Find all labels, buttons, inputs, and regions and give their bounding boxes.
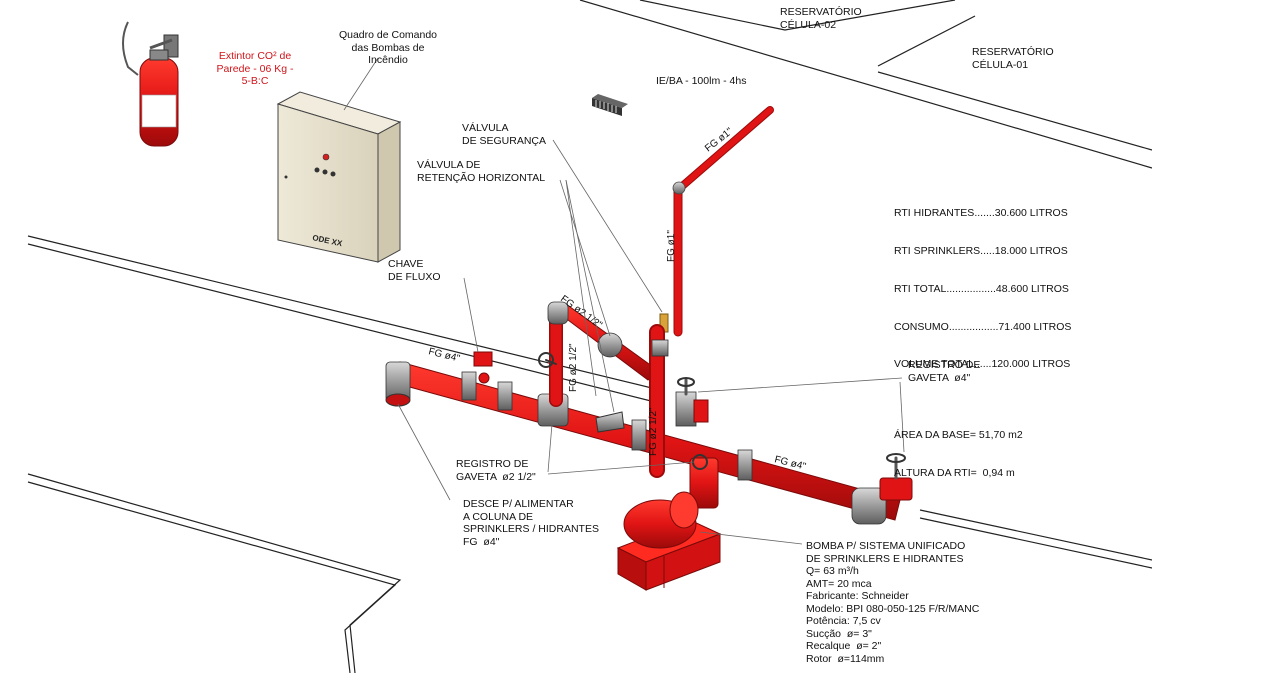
stat-rti-sprinklers: RTI SPRINKLERS.....18.000 LITROS bbox=[894, 244, 1068, 257]
pipe-label-fg4-left: FG ø4" bbox=[427, 346, 461, 364]
pipe-label-fg1-vert: FG ø1" bbox=[666, 230, 677, 262]
pipe-label-fg25-center: FG ø2 1/2" bbox=[648, 407, 659, 456]
stat-altura-rti: ALTURA DA RTI= 0,94 m bbox=[894, 467, 1015, 480]
gate-valve-4-label: REGISTRO DE GAVETA ø4" bbox=[908, 359, 981, 384]
descent-label: DESCE P/ ALIMENTAR A COLUNA DE SPRINKLER… bbox=[463, 498, 599, 548]
check-valve-label: VÁLVULA DE RETENÇÃO HORIZONTAL bbox=[417, 159, 546, 184]
extinguisher-label: Extintor CO² de Parede - 06 Kg - 5-B:C bbox=[216, 50, 294, 87]
gate-valve-2-5-label: REGISTRO DE GAVETA ø2 1/2" bbox=[456, 458, 536, 483]
piping bbox=[385, 106, 913, 525]
control-panel-label: Quadro de Comando das Bombas de Incêndio bbox=[338, 29, 438, 66]
fire-pump bbox=[616, 491, 722, 591]
stat-spacer bbox=[894, 396, 1071, 404]
stat-area-base: ÁREA DA BASE= 51,70 m2 bbox=[894, 429, 1023, 442]
reservoir-cell-1-label: RESERVATÓRIO CÉLULA-01 bbox=[972, 46, 1054, 71]
page-margin bbox=[1152, 0, 1280, 673]
stat-rti-total: RTI TOTAL.................48.600 LITROS bbox=[894, 282, 1069, 295]
stat-rti-hidrantes: RTI HIDRANTES.......30.600 LITROS bbox=[894, 207, 1068, 220]
reservoir-cell-2-label: RESERVATÓRIO CÉLULA-02 bbox=[780, 6, 862, 31]
reservoir-stats: RTI HIDRANTES.......30.600 LITROS RTI SP… bbox=[894, 182, 1071, 492]
stat-volume-total: VOLUME TOTAL......120.000 LITROS bbox=[894, 358, 1071, 371]
leader-lines bbox=[343, 57, 905, 545]
emergency-light-label: IE/BA - 100lm - 4hs bbox=[656, 75, 747, 87]
safety-valve-label: VÁLVULA DE SEGURANÇA bbox=[462, 122, 547, 147]
pump-spec-label: BOMBA P/ SISTEMA UNIFICADO DE SPRINKLERS… bbox=[806, 540, 980, 665]
emergency-light-icon bbox=[592, 94, 628, 116]
pump-control-panel: ODE XX bbox=[276, 91, 402, 263]
fire-extinguisher-icon bbox=[122, 21, 179, 147]
flow-switch-label: CHAVE DE FLUXO bbox=[388, 258, 441, 283]
stat-consumo: CONSUMO.................71.400 LITROS bbox=[894, 320, 1072, 333]
pipe-label-fg25-vert: FG ø2 1/2" bbox=[568, 343, 579, 392]
